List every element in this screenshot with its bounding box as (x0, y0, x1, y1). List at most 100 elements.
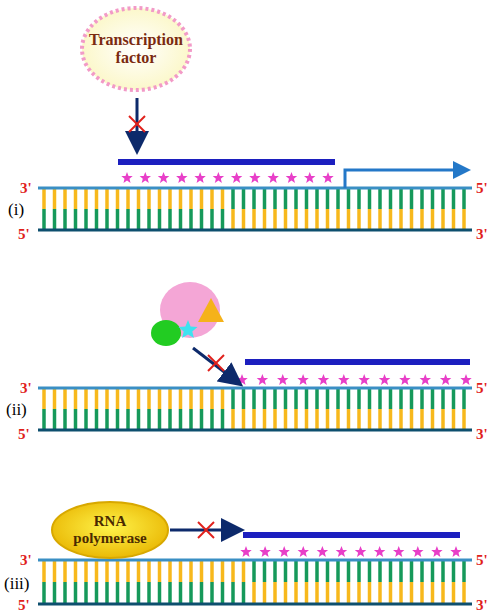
base-rung (231, 560, 235, 582)
modification-star (298, 546, 309, 557)
base-rung (63, 582, 67, 604)
base-rung (116, 582, 120, 604)
base-rung (431, 582, 435, 604)
base-rung (168, 409, 172, 430)
base-rung (431, 388, 435, 409)
base-rung (378, 409, 382, 430)
base-rung (231, 409, 235, 430)
base-rung (221, 188, 225, 209)
panel-number: (i) (8, 200, 24, 220)
base-rung (179, 409, 183, 430)
modification-star (140, 172, 151, 183)
strand-end: 3' (20, 552, 32, 569)
transcription-start-arrow (345, 170, 462, 188)
base-rung (137, 560, 141, 582)
base-rung (137, 388, 141, 409)
base-rung (347, 388, 351, 409)
base-rung (158, 188, 162, 209)
strand-end: 3' (476, 426, 488, 443)
base-rung (84, 388, 88, 409)
base-rung (63, 560, 67, 582)
dna-duplex (38, 359, 472, 430)
base-rung (179, 582, 183, 604)
base-rung (42, 560, 46, 582)
base-rung (263, 560, 267, 582)
base-rung (147, 388, 151, 409)
base-rung (294, 209, 298, 230)
base-rung (210, 582, 214, 604)
strand-end: 5' (476, 552, 488, 569)
red-cross (208, 355, 224, 371)
modification-star (176, 172, 187, 183)
base-rung (221, 209, 225, 230)
base-rung (462, 388, 466, 409)
base-rung (63, 209, 67, 230)
base-rung (137, 209, 141, 230)
base-rung (179, 188, 183, 209)
base-rung (441, 388, 445, 409)
modification-star (393, 546, 404, 557)
base-rung (189, 388, 193, 409)
base-rung (42, 388, 46, 409)
base-rung (53, 560, 57, 582)
base-rung (294, 409, 298, 430)
base-rung (368, 582, 372, 604)
blocked-arrow (193, 348, 236, 381)
base-rung (315, 209, 319, 230)
base-rung (410, 409, 414, 430)
base-rung (452, 209, 456, 230)
base-rung (378, 560, 382, 582)
base-rung (147, 582, 151, 604)
base-rung (252, 409, 256, 430)
modification-star (420, 374, 431, 385)
strand-end: 5' (476, 380, 488, 397)
modification-star (297, 374, 308, 385)
base-rung (315, 388, 319, 409)
base-rung (431, 188, 435, 209)
base-rung (284, 388, 288, 409)
base-rung (452, 582, 456, 604)
modification-star (431, 546, 442, 557)
base-rung (147, 560, 151, 582)
modification-star (194, 172, 205, 183)
strand-end: 5' (476, 180, 488, 197)
base-rung (221, 582, 225, 604)
dna-strand (38, 559, 472, 562)
base-rung (399, 582, 403, 604)
base-rung (263, 209, 267, 230)
base-rung (84, 582, 88, 604)
strand-end: 5' (18, 426, 30, 443)
base-rung (105, 209, 109, 230)
base-rung (126, 409, 130, 430)
base-rung (95, 188, 99, 209)
base-rung (399, 209, 403, 230)
base-rung (95, 409, 99, 430)
base-rung (189, 409, 193, 430)
base-rung (284, 188, 288, 209)
base-rung (42, 409, 46, 430)
base-rung (368, 209, 372, 230)
base-rung (462, 409, 466, 430)
base-rung (389, 409, 393, 430)
base-rung (347, 188, 351, 209)
base-rung (42, 209, 46, 230)
base-rung (158, 209, 162, 230)
base-rung (336, 388, 340, 409)
base-rung (357, 388, 361, 409)
base-rung (147, 409, 151, 430)
base-rung (158, 388, 162, 409)
base-rung (158, 409, 162, 430)
base-rung (336, 560, 340, 582)
base-rung (305, 209, 309, 230)
base-rung (84, 560, 88, 582)
base-rung (399, 560, 403, 582)
base-rung (200, 388, 204, 409)
base-rung (74, 560, 78, 582)
modification-star (279, 546, 290, 557)
modification-star (231, 172, 242, 183)
base-rung (399, 388, 403, 409)
modification-star (158, 172, 170, 183)
base-rung (179, 560, 183, 582)
modification-star (338, 374, 349, 385)
red-cross (198, 522, 214, 538)
